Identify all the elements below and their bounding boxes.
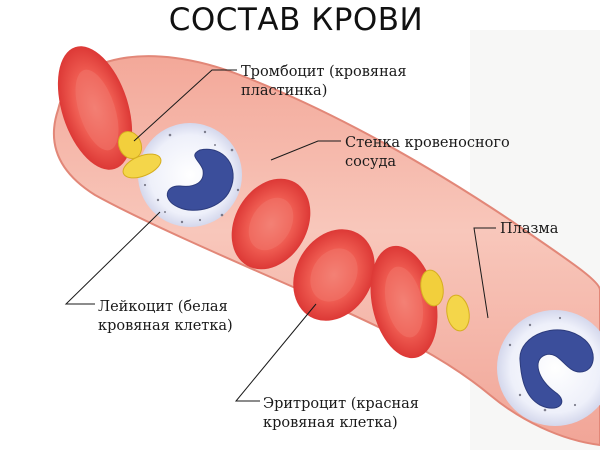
label-leukocyte-line1: Лейкоцит (белая — [98, 299, 228, 315]
leader-line-leukocyte — [64, 211, 161, 305]
label-vessel-wall-line1: Стенка кровеносного — [345, 135, 510, 151]
leader-lines — [64, 69, 496, 402]
leukocyte-left — [138, 123, 242, 227]
label-plasma: Плазма — [500, 220, 558, 239]
label-vessel-wall-line2: сосуда — [345, 154, 397, 170]
label-vessel-wall: Стенка кровеносного сосуда — [345, 134, 510, 172]
leukocyte-nucleus — [166, 148, 234, 211]
erythrocyte-right — [370, 245, 438, 359]
label-platelet-line1: Тромбоцит (кровяная — [241, 64, 407, 80]
label-plasma-line1: Плазма — [500, 221, 559, 237]
leukocyte-nucleus — [519, 329, 594, 409]
platelets-left — [117, 130, 162, 179]
label-erythrocyte: Эритроцит (красная кровяная клетка) — [263, 395, 419, 433]
erythrocyte-center — [293, 229, 375, 321]
label-platelet: Тромбоцит (кровяная пластинка) — [241, 63, 407, 101]
label-platelet-line2: пластинка) — [241, 83, 328, 99]
platelets-right — [420, 269, 470, 332]
leader-line-erythrocyte — [234, 303, 317, 402]
leader-line-platelet — [133, 69, 237, 142]
leukocyte-right — [497, 310, 600, 426]
leader-line-wall — [270, 140, 341, 161]
page-title: СОСТАВ КРОВИ — [168, 2, 424, 38]
erythrocyte-left — [57, 46, 133, 170]
erythrocyte-middle — [231, 178, 311, 270]
label-leukocyte: Лейкоцит (белая кровяная клетка) — [98, 298, 233, 336]
label-erythrocyte-line1: Эритроцит (красная — [263, 396, 419, 412]
leader-line-plasma — [473, 227, 496, 319]
label-erythrocyte-line2: кровяная клетка) — [263, 415, 398, 431]
label-leukocyte-line2: кровяная клетка) — [98, 318, 233, 334]
